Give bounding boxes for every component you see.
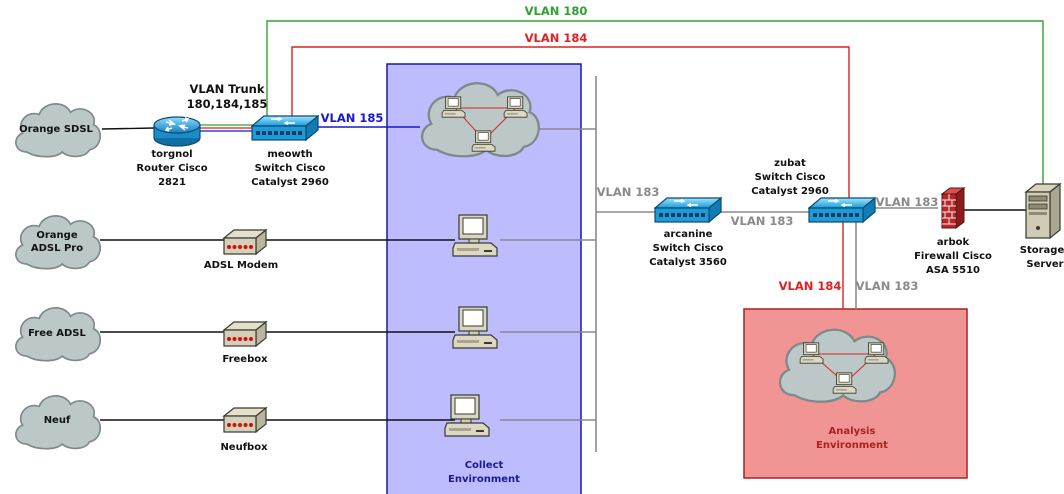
storage-server-icon xyxy=(1025,183,1061,239)
torgnol-label-3: 2821 xyxy=(158,177,186,188)
storage-label-1: Storage xyxy=(1020,245,1064,256)
meowth-label-1: meowth xyxy=(267,149,312,160)
isp-orange-adsl-label-1: Orange xyxy=(36,230,77,241)
vlan180-top-label: VLAN 180 xyxy=(525,4,588,18)
arcanine-label-3: Catalyst 3560 xyxy=(649,257,727,268)
isp-orange-adsl-label-2: ADSL Pro xyxy=(31,243,83,254)
switch-arcanine-icon xyxy=(654,197,722,223)
analysis-env-label-2: Environment xyxy=(816,440,888,451)
arbok-label-2: Firewall Cisco xyxy=(914,251,992,262)
isp-neuf-label: Neuf xyxy=(44,415,71,426)
arcanine-label-1: arcanine xyxy=(664,229,713,240)
modem-neufbox-icon xyxy=(223,407,267,433)
collect-env-label-2: Environment xyxy=(448,474,520,485)
meowth-label-2: Switch Cisco xyxy=(255,163,326,174)
torgnol-label-2: Router Cisco xyxy=(136,163,207,174)
vlan184-top-label: VLAN 184 xyxy=(525,31,588,45)
isp-line-orange-sdsl xyxy=(101,127,155,130)
switch-meowth-icon xyxy=(251,115,319,141)
adsl-modem-label: ADSL Modem xyxy=(204,260,278,271)
modem-freebox-icon xyxy=(223,321,267,347)
modem-adsl-icon xyxy=(223,229,267,255)
isp-orange-sdsl-label: Orange SDSL xyxy=(19,124,93,135)
neufbox-label: Neufbox xyxy=(220,442,268,453)
vlan184-down-label: VLAN 184 xyxy=(779,279,842,293)
isp-free-adsl-label: Free ADSL xyxy=(28,328,86,339)
vlan180-line xyxy=(266,20,1044,186)
vlan183-mid-label: VLAN 183 xyxy=(731,214,794,228)
vlan-trunk-label-1: VLAN Trunk xyxy=(189,82,264,96)
zubat-label-1: zubat xyxy=(774,158,806,169)
router-torgnol-icon xyxy=(153,116,201,147)
arbok-label-1: arbok xyxy=(937,237,970,248)
storage-label-2: Server xyxy=(1026,259,1063,270)
switch-zubat-icon xyxy=(808,197,876,223)
vlan183-fw-label: VLAN 183 xyxy=(876,195,939,209)
analysis-env-label-1: Analysis xyxy=(829,426,876,437)
meowth-label-3: Catalyst 2960 xyxy=(251,177,329,188)
vlan183-lines xyxy=(500,76,938,452)
vlan-trunk-label-2: 180,184,185 xyxy=(187,97,268,111)
arcanine-label-2: Switch Cisco xyxy=(653,243,724,254)
firewall-arbok-icon xyxy=(941,187,965,229)
arbok-label-3: ASA 5510 xyxy=(926,265,980,276)
freebox-label: Freebox xyxy=(222,354,268,365)
zubat-label-2: Switch Cisco xyxy=(755,172,826,183)
vlan184-line xyxy=(291,46,850,200)
zubat-label-3: Catalyst 2960 xyxy=(751,186,829,197)
vlan185-label: VLAN 185 xyxy=(321,111,384,125)
vlan183-left-label: VLAN 183 xyxy=(597,185,660,199)
torgnol-label-1: torgnol xyxy=(151,149,192,160)
collect-env-label-1: Collect xyxy=(465,460,504,471)
vlan183-down-label: VLAN 183 xyxy=(856,279,919,293)
